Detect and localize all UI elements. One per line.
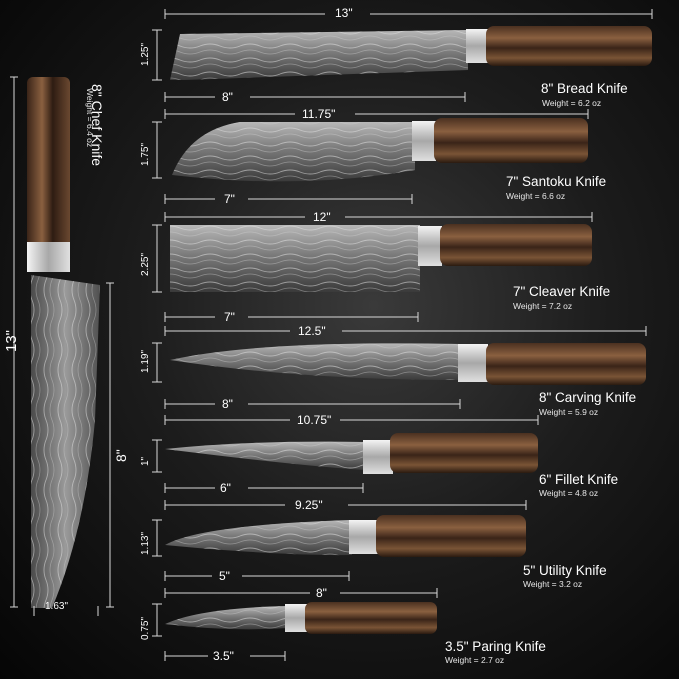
chef-knife-weight: Weight = 6.4 oz	[85, 88, 95, 148]
fillet-height: 1"	[140, 456, 151, 466]
bread-total-length: 13"	[335, 6, 353, 20]
carving-knife-weight: Weight = 5.9 oz	[539, 407, 599, 417]
fillet-knife-weight: Weight = 4.8 oz	[539, 488, 599, 498]
fillet-blade-length: 6"	[220, 481, 231, 495]
chef-width: 1.63"	[45, 601, 69, 612]
paring-total-length: 8"	[316, 586, 327, 600]
chef-blade-length: 8"	[113, 449, 129, 462]
cleaver-height: 2.25"	[140, 252, 151, 276]
utility-knife-name: 5" Utility Knife	[523, 563, 607, 578]
cleaver-blade-length: 7"	[224, 310, 235, 324]
paring-height: 0.75"	[140, 616, 151, 640]
carving-height: 1.19"	[140, 349, 151, 373]
bread-knife-name: 8" Bread Knife	[541, 81, 628, 96]
cleaver-total-length: 12"	[313, 210, 331, 224]
utility-knife	[165, 515, 526, 557]
carving-knife	[170, 343, 646, 385]
bread-knife-weight: Weight = 6.2 oz	[542, 98, 602, 108]
santoku-height: 1.75"	[140, 142, 151, 166]
paring-knife-name: 3.5" Paring Knife	[445, 639, 546, 654]
utility-total-length: 9.25"	[295, 498, 323, 512]
dimension-lines	[10, 9, 653, 661]
santoku-knife-weight: Weight = 6.6 oz	[506, 191, 566, 201]
carving-blade-length: 8"	[222, 397, 233, 411]
paring-knife	[165, 602, 437, 634]
cleaver-knife	[170, 224, 592, 292]
fillet-knife-name: 6" Fillet Knife	[539, 472, 619, 487]
utility-height: 1.13"	[140, 531, 151, 555]
santoku-knife	[172, 118, 588, 182]
fillet-knife	[165, 433, 538, 474]
carving-knife-name: 8" Carving Knife	[539, 390, 637, 405]
bread-height: 1.25"	[140, 42, 151, 66]
santoku-blade-length: 7"	[224, 192, 235, 206]
cleaver-knife-name: 7" Cleaver Knife	[513, 284, 611, 299]
chef-total-length: 13"	[3, 329, 20, 352]
santoku-total-length: 11.75"	[302, 107, 336, 121]
bread-knife	[170, 26, 652, 80]
fillet-total-length: 10.75"	[297, 413, 332, 427]
cleaver-knife-weight: Weight = 7.2 oz	[513, 301, 573, 311]
paring-knife-weight: Weight = 2.7 oz	[445, 655, 505, 665]
utility-knife-weight: Weight = 3.2 oz	[523, 579, 583, 589]
paring-blade-length: 3.5"	[213, 649, 234, 663]
utility-blade-length: 5"	[219, 569, 230, 583]
santoku-knife-name: 7" Santoku Knife	[506, 174, 607, 189]
bread-blade-length: 8"	[222, 90, 233, 104]
chef-knife	[27, 77, 100, 608]
carving-total-length: 12.5"	[298, 324, 326, 338]
